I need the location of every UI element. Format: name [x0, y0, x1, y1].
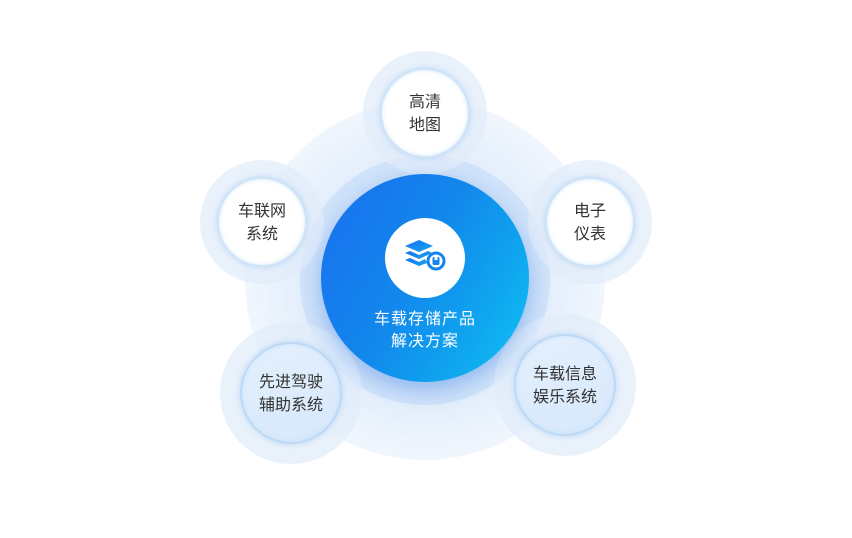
- satellite-label-line: 系统: [245, 224, 278, 243]
- satellite-label-line: 车联网: [237, 201, 286, 220]
- satellite-label-line: 高清: [408, 92, 441, 111]
- satellite-digital-cluster: 电子 仪表: [545, 177, 635, 267]
- satellite-label-line: 地图: [408, 115, 441, 134]
- layers-storage-icon: [403, 239, 447, 277]
- satellite-telematics: 车联网 系统: [217, 177, 307, 267]
- satellite-label-line: 仪表: [573, 224, 606, 243]
- center-icon-disc: [385, 218, 465, 298]
- center-title-line: 解决方案: [390, 331, 459, 350]
- satellite-label-line: 娱乐系统: [532, 387, 597, 406]
- satellite-adas: 先进驾驶 辅助系统: [240, 342, 342, 444]
- satellite-label-line: 电子: [573, 201, 606, 220]
- center-title-line: 车载存储产品: [373, 309, 476, 328]
- center-title: 车载存储产品 解决方案: [321, 308, 529, 352]
- satellite-label-line: 车载信息: [532, 364, 597, 383]
- satellite-infotainment: 车载信息 娱乐系统: [514, 334, 616, 436]
- satellite-label-line: 先进驾驶: [258, 372, 323, 391]
- satellite-hd-map: 高清 地图: [380, 68, 470, 158]
- satellite-label-line: 辅助系统: [258, 395, 323, 414]
